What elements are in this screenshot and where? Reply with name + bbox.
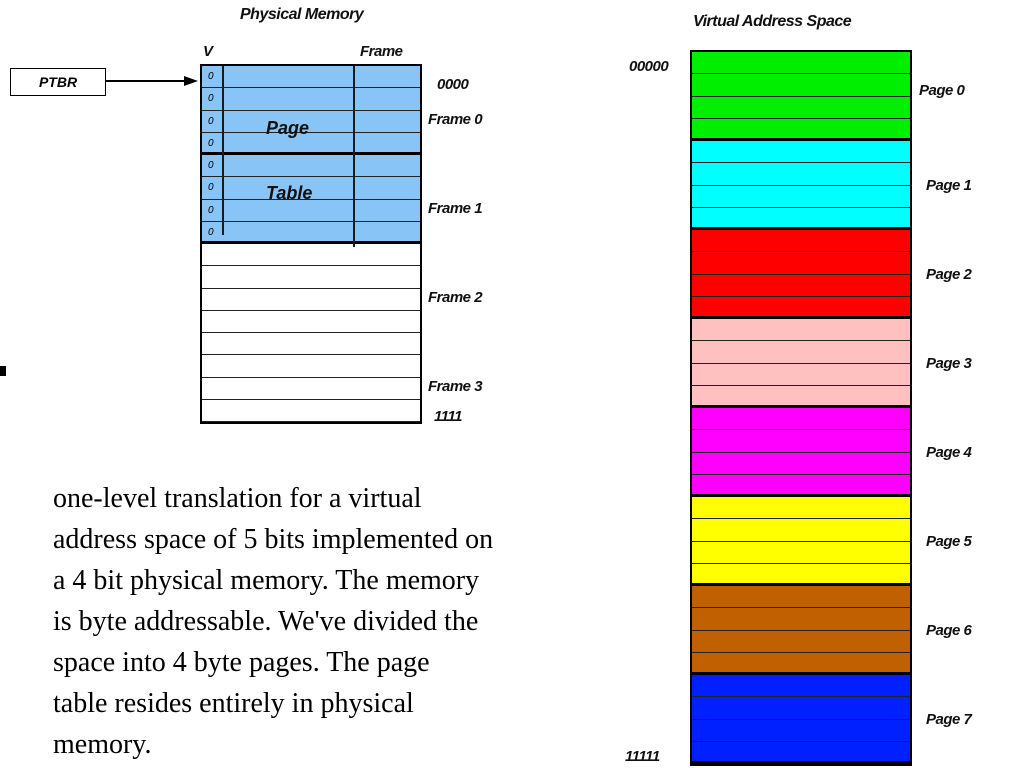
v-bit-value: 0 [208, 160, 214, 172]
phys-addr-start: 0000 [437, 76, 469, 93]
physical-memory-table: 0 0 0 0 0 0 0 0 Page Table [200, 64, 422, 424]
ptbr-register: PTBR [10, 68, 106, 96]
v-bit-value: 0 [208, 204, 214, 216]
ptbr-label: PTBR [38, 74, 78, 90]
v-bit-value: 0 [208, 93, 214, 105]
virtual-page-row [692, 719, 910, 742]
page-label-7: Page 7 [926, 710, 972, 728]
virtual-page-row [692, 630, 910, 653]
virtual-page-row [692, 363, 910, 386]
memory-row [202, 355, 420, 378]
memory-row [202, 311, 420, 333]
page-table-entry: 0 [202, 221, 420, 244]
page-label-6: Page 6 [926, 621, 972, 639]
frame-label-3: Frame 3 [428, 378, 483, 395]
virtual-space-title: Virtual Address Space [693, 13, 852, 30]
page-table-entry: 0 [202, 155, 420, 178]
page-label-2: Page 2 [926, 265, 972, 283]
virtual-page-row [692, 519, 910, 542]
page-table-entry: 0 [202, 132, 420, 155]
page-label-5: Page 5 [926, 532, 972, 550]
ptbr-arrow-line [106, 80, 186, 82]
virtual-page-row [692, 741, 910, 764]
virtual-page-row [692, 52, 910, 75]
page-label-4: Page 4 [926, 443, 972, 461]
memory-row [202, 333, 420, 356]
v-bit-value: 0 [208, 182, 214, 194]
v-column-divider [222, 66, 224, 235]
page-table-entry: 0 [202, 177, 420, 200]
frame-label-2: Frame 2 [428, 289, 483, 306]
virtual-page-row [692, 385, 910, 408]
v-bit-value: 0 [208, 226, 214, 238]
virtual-page-row [692, 563, 910, 586]
bullet-mark [0, 366, 6, 376]
virtual-page-row [692, 408, 910, 431]
virtual-page-row [692, 96, 910, 119]
virtual-page-row [692, 697, 910, 720]
virtual-page-row [692, 252, 910, 275]
frame-label-1: Frame 1 [428, 200, 483, 217]
frame-column-divider [353, 66, 355, 247]
page-table-entry: 0 [202, 88, 420, 111]
ptbr-arrow-head [184, 76, 198, 86]
virtual-page-row [692, 608, 910, 631]
memory-row [202, 400, 420, 422]
caption-text: one-level translation for a virtual addr… [53, 483, 494, 760]
virt-addr-start: 00000 [629, 58, 669, 75]
virtual-page-row [692, 652, 910, 675]
frame-label-0: Frame 0 [428, 111, 483, 128]
page-label-0: Page 0 [919, 81, 965, 99]
page-label-1: Page 1 [926, 176, 972, 194]
phys-addr-end: 1111 [434, 408, 463, 425]
virtual-page-row [692, 207, 910, 230]
virtual-page-row [692, 118, 910, 141]
v-bit-value: 0 [208, 71, 214, 83]
v-bit-value: 0 [208, 115, 214, 127]
memory-row [202, 244, 420, 267]
virtual-page-row [692, 74, 910, 97]
virt-addr-end: 11111 [625, 748, 660, 765]
page-table-entry: 0 [202, 66, 420, 89]
virtual-page-row [692, 452, 910, 475]
virtual-page-row [692, 296, 910, 319]
virtual-page-row [692, 341, 910, 364]
virtual-page-row [692, 497, 910, 520]
v-bit-header: V [203, 43, 213, 60]
virtual-page-row [692, 675, 910, 698]
page-table-entry: 0 [202, 110, 420, 133]
page-table-word-page: Page [266, 118, 310, 138]
virtual-page-row [692, 185, 910, 208]
virtual-page-row [692, 586, 910, 609]
memory-row [202, 289, 420, 311]
page-table-entry: 0 [202, 199, 420, 222]
v-bit-value: 0 [208, 137, 214, 149]
virtual-page-row [692, 541, 910, 564]
physical-memory-title: Physical Memory [240, 6, 364, 23]
virtual-page-row [692, 474, 910, 497]
virtual-page-row [692, 163, 910, 186]
virtual-page-row [692, 230, 910, 253]
frame-header: Frame [360, 43, 403, 60]
page-label-3: Page 3 [926, 354, 972, 372]
virtual-page-row [692, 319, 910, 342]
memory-row [202, 266, 420, 289]
virtual-page-row [692, 430, 910, 453]
page-table-word-table: Table [266, 183, 313, 203]
virtual-page-row [692, 274, 910, 297]
virtual-address-space [690, 50, 912, 766]
virtual-page-row [692, 141, 910, 164]
memory-row [202, 378, 420, 400]
